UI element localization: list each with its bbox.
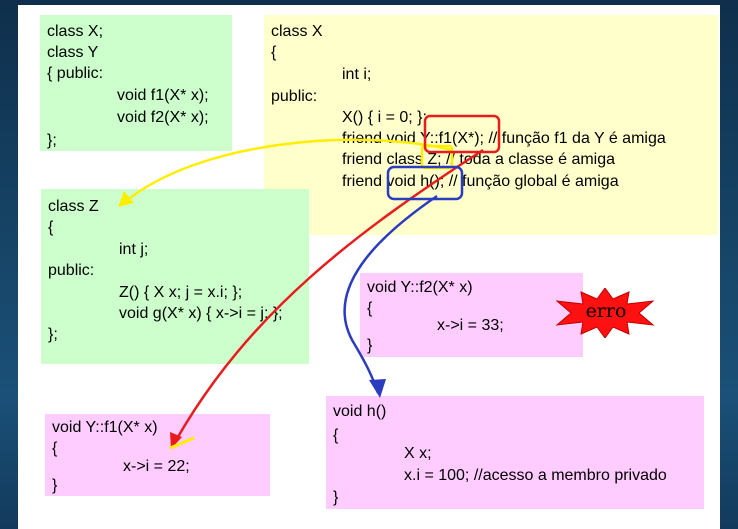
code-line: void f1(X* x); bbox=[117, 87, 209, 104]
code-line: void g(X* x) { x->i = j; }; bbox=[119, 305, 283, 322]
code-line: { bbox=[48, 219, 54, 236]
code-line: { bbox=[333, 427, 339, 444]
h-definition-box: void h() { X x; x.i = 100; //acesso a me… bbox=[326, 396, 704, 509]
code-line: { bbox=[367, 300, 373, 317]
code-line: friend void h(); // função global é amig… bbox=[342, 173, 619, 190]
code-line: x.i = 100; //acesso a membro privado bbox=[404, 467, 667, 484]
code-line: public: bbox=[48, 262, 95, 279]
code-line: { public: bbox=[47, 65, 104, 82]
code-line: Z() { X x; j = x.i; }; bbox=[119, 284, 243, 301]
code-line: void f2(X* x); bbox=[117, 109, 209, 126]
code-line: }; bbox=[47, 132, 57, 149]
code-line: { bbox=[271, 44, 277, 61]
code-line: void Y::f1(X* x) bbox=[52, 419, 158, 436]
y-f2-definition-box: void Y::f2(X* x) { x->i = 33; } bbox=[360, 273, 583, 357]
code-line: } bbox=[333, 489, 339, 506]
code-line: }; bbox=[48, 326, 58, 343]
code-line: } bbox=[52, 477, 58, 494]
erro-label: erro bbox=[585, 300, 627, 322]
code-line: void h() bbox=[333, 403, 387, 420]
class-x-declaration-box: class X { int i; public: X() { i = 0; };… bbox=[264, 15, 718, 235]
erro-star-shape bbox=[555, 288, 655, 338]
code-line: X x; bbox=[404, 445, 432, 462]
code-line: int j; bbox=[119, 241, 149, 258]
code-line: class X bbox=[271, 23, 323, 40]
y-f1-definition-box: void Y::f1(X* x) { x->i = 22; } bbox=[45, 414, 270, 496]
class-z-declaration-box: class Z { int j; public: Z() { X x; j = … bbox=[41, 189, 309, 364]
code-line: void Y::f2(X* x) bbox=[367, 279, 473, 296]
code-line: class Z bbox=[48, 198, 99, 215]
code-line: { bbox=[52, 440, 58, 457]
code-line: x->i = 22; bbox=[123, 458, 190, 475]
code-line: x->i = 33; bbox=[437, 317, 504, 334]
erro-star-badge bbox=[555, 288, 655, 338]
code-line: class Y bbox=[47, 44, 99, 61]
code-line: int i; bbox=[342, 66, 372, 83]
code-line: public: bbox=[271, 88, 318, 105]
code-line: X() { i = 0; }; bbox=[342, 109, 427, 126]
code-line: class X; bbox=[47, 23, 104, 40]
code-line: } bbox=[367, 337, 373, 354]
code-line: friend class Z; // toda a classe é amiga bbox=[342, 151, 616, 168]
code-line: friend void Y::f1(X*); // função f1 da Y… bbox=[342, 130, 666, 147]
class-y-declaration-box: class X; class Y { public: void f1(X* x)… bbox=[40, 15, 232, 151]
